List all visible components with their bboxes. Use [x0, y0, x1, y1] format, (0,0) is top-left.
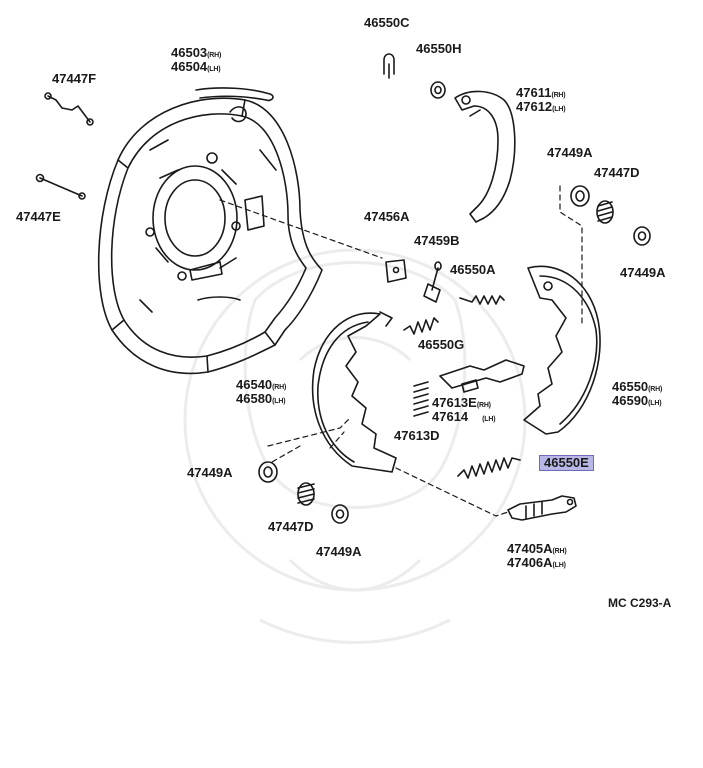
cup-47449A-left — [258, 461, 278, 483]
suffix-lh: (LH) — [482, 416, 496, 423]
spring-47447D-bottom — [297, 482, 315, 506]
brake-shoe-right — [523, 265, 601, 435]
label-47447E: 47447E — [16, 209, 61, 224]
suffix-lh: (LH) — [207, 66, 221, 73]
label-46540: 46540(RH) — [236, 377, 287, 392]
clip-46550C — [383, 53, 395, 79]
label-47449A-top: 47449A — [547, 145, 593, 160]
suffix-rh: (RH) — [207, 52, 222, 59]
label-46550A: 46550A — [450, 262, 496, 277]
rod-47447F — [44, 92, 94, 126]
label-46590: 46590(LH) — [612, 393, 662, 408]
spring-47613D — [413, 381, 429, 417]
cup-47449A-right — [633, 226, 651, 246]
label-47456A: 47456A — [364, 209, 410, 224]
suffix-lh: (LH) — [552, 562, 566, 569]
label-46504: 46504(LH) — [171, 59, 221, 74]
label-46550: 46550(RH) — [612, 379, 663, 394]
dashed-guides — [219, 185, 583, 517]
suffix-rh: (RH) — [272, 384, 287, 391]
rod-47447E — [35, 173, 86, 200]
backing-plate — [97, 87, 323, 375]
spring-46550A — [459, 295, 505, 305]
label-47613D: 47613D — [394, 428, 440, 443]
label-46550H: 46550H — [416, 41, 462, 56]
label-46550C: 46550C — [364, 15, 410, 30]
suffix-rh: (RH) — [476, 402, 491, 409]
adjuster-screw — [507, 495, 577, 521]
spring-47447D-top — [596, 200, 614, 224]
suffix-lh: (LH) — [552, 106, 566, 113]
parking-brake-lever — [454, 90, 516, 223]
label-46580: 46580(LH) — [236, 391, 286, 406]
label-47459B: 47459B — [414, 233, 460, 248]
spring-46550E — [457, 457, 521, 479]
suffix-lh: (LH) — [648, 400, 662, 407]
label-46550G: 46550G — [418, 337, 465, 352]
watermark-logo — [183, 248, 527, 644]
diagram-code: MC C293-A — [608, 596, 672, 610]
label-47447F: 47447F — [52, 71, 97, 86]
label-47449A-right: 47449A — [620, 265, 666, 280]
label-47614: 47614(LH) — [432, 409, 496, 424]
adjuster-strut — [439, 359, 525, 393]
spring-46550G — [403, 317, 439, 335]
label-47449A-left: 47449A — [187, 465, 233, 480]
brake-shoe-left — [311, 311, 397, 473]
suffix-rh: (RH) — [552, 548, 567, 555]
label-47612: 47612(LH) — [516, 99, 566, 114]
cup-47449A-bottom — [331, 504, 349, 524]
label-47447D-bottom: 47447D — [268, 519, 314, 534]
label-47613E: 47613E(RH) — [432, 395, 491, 410]
cup-47449A-top — [570, 185, 590, 207]
highlighted-part-46550E[interactable]: 46550E — [539, 455, 594, 471]
suffix-rh: (RH) — [648, 386, 663, 393]
label-47611: 47611(RH) — [516, 85, 566, 100]
washer-46550H — [430, 81, 446, 99]
bracket-47456A — [385, 259, 407, 283]
label-46503: 46503(RH) — [171, 45, 222, 60]
suffix-lh: (LH) — [272, 398, 286, 405]
label-47447D-top: 47447D — [594, 165, 640, 180]
suffix-rh: (RH) — [551, 92, 566, 99]
label-47406A: 47406A(LH) — [507, 555, 566, 570]
pin-47459B — [423, 261, 442, 303]
label-47405A: 47405A(RH) — [507, 541, 567, 556]
label-47449A-bottom: 47449A — [316, 544, 362, 559]
